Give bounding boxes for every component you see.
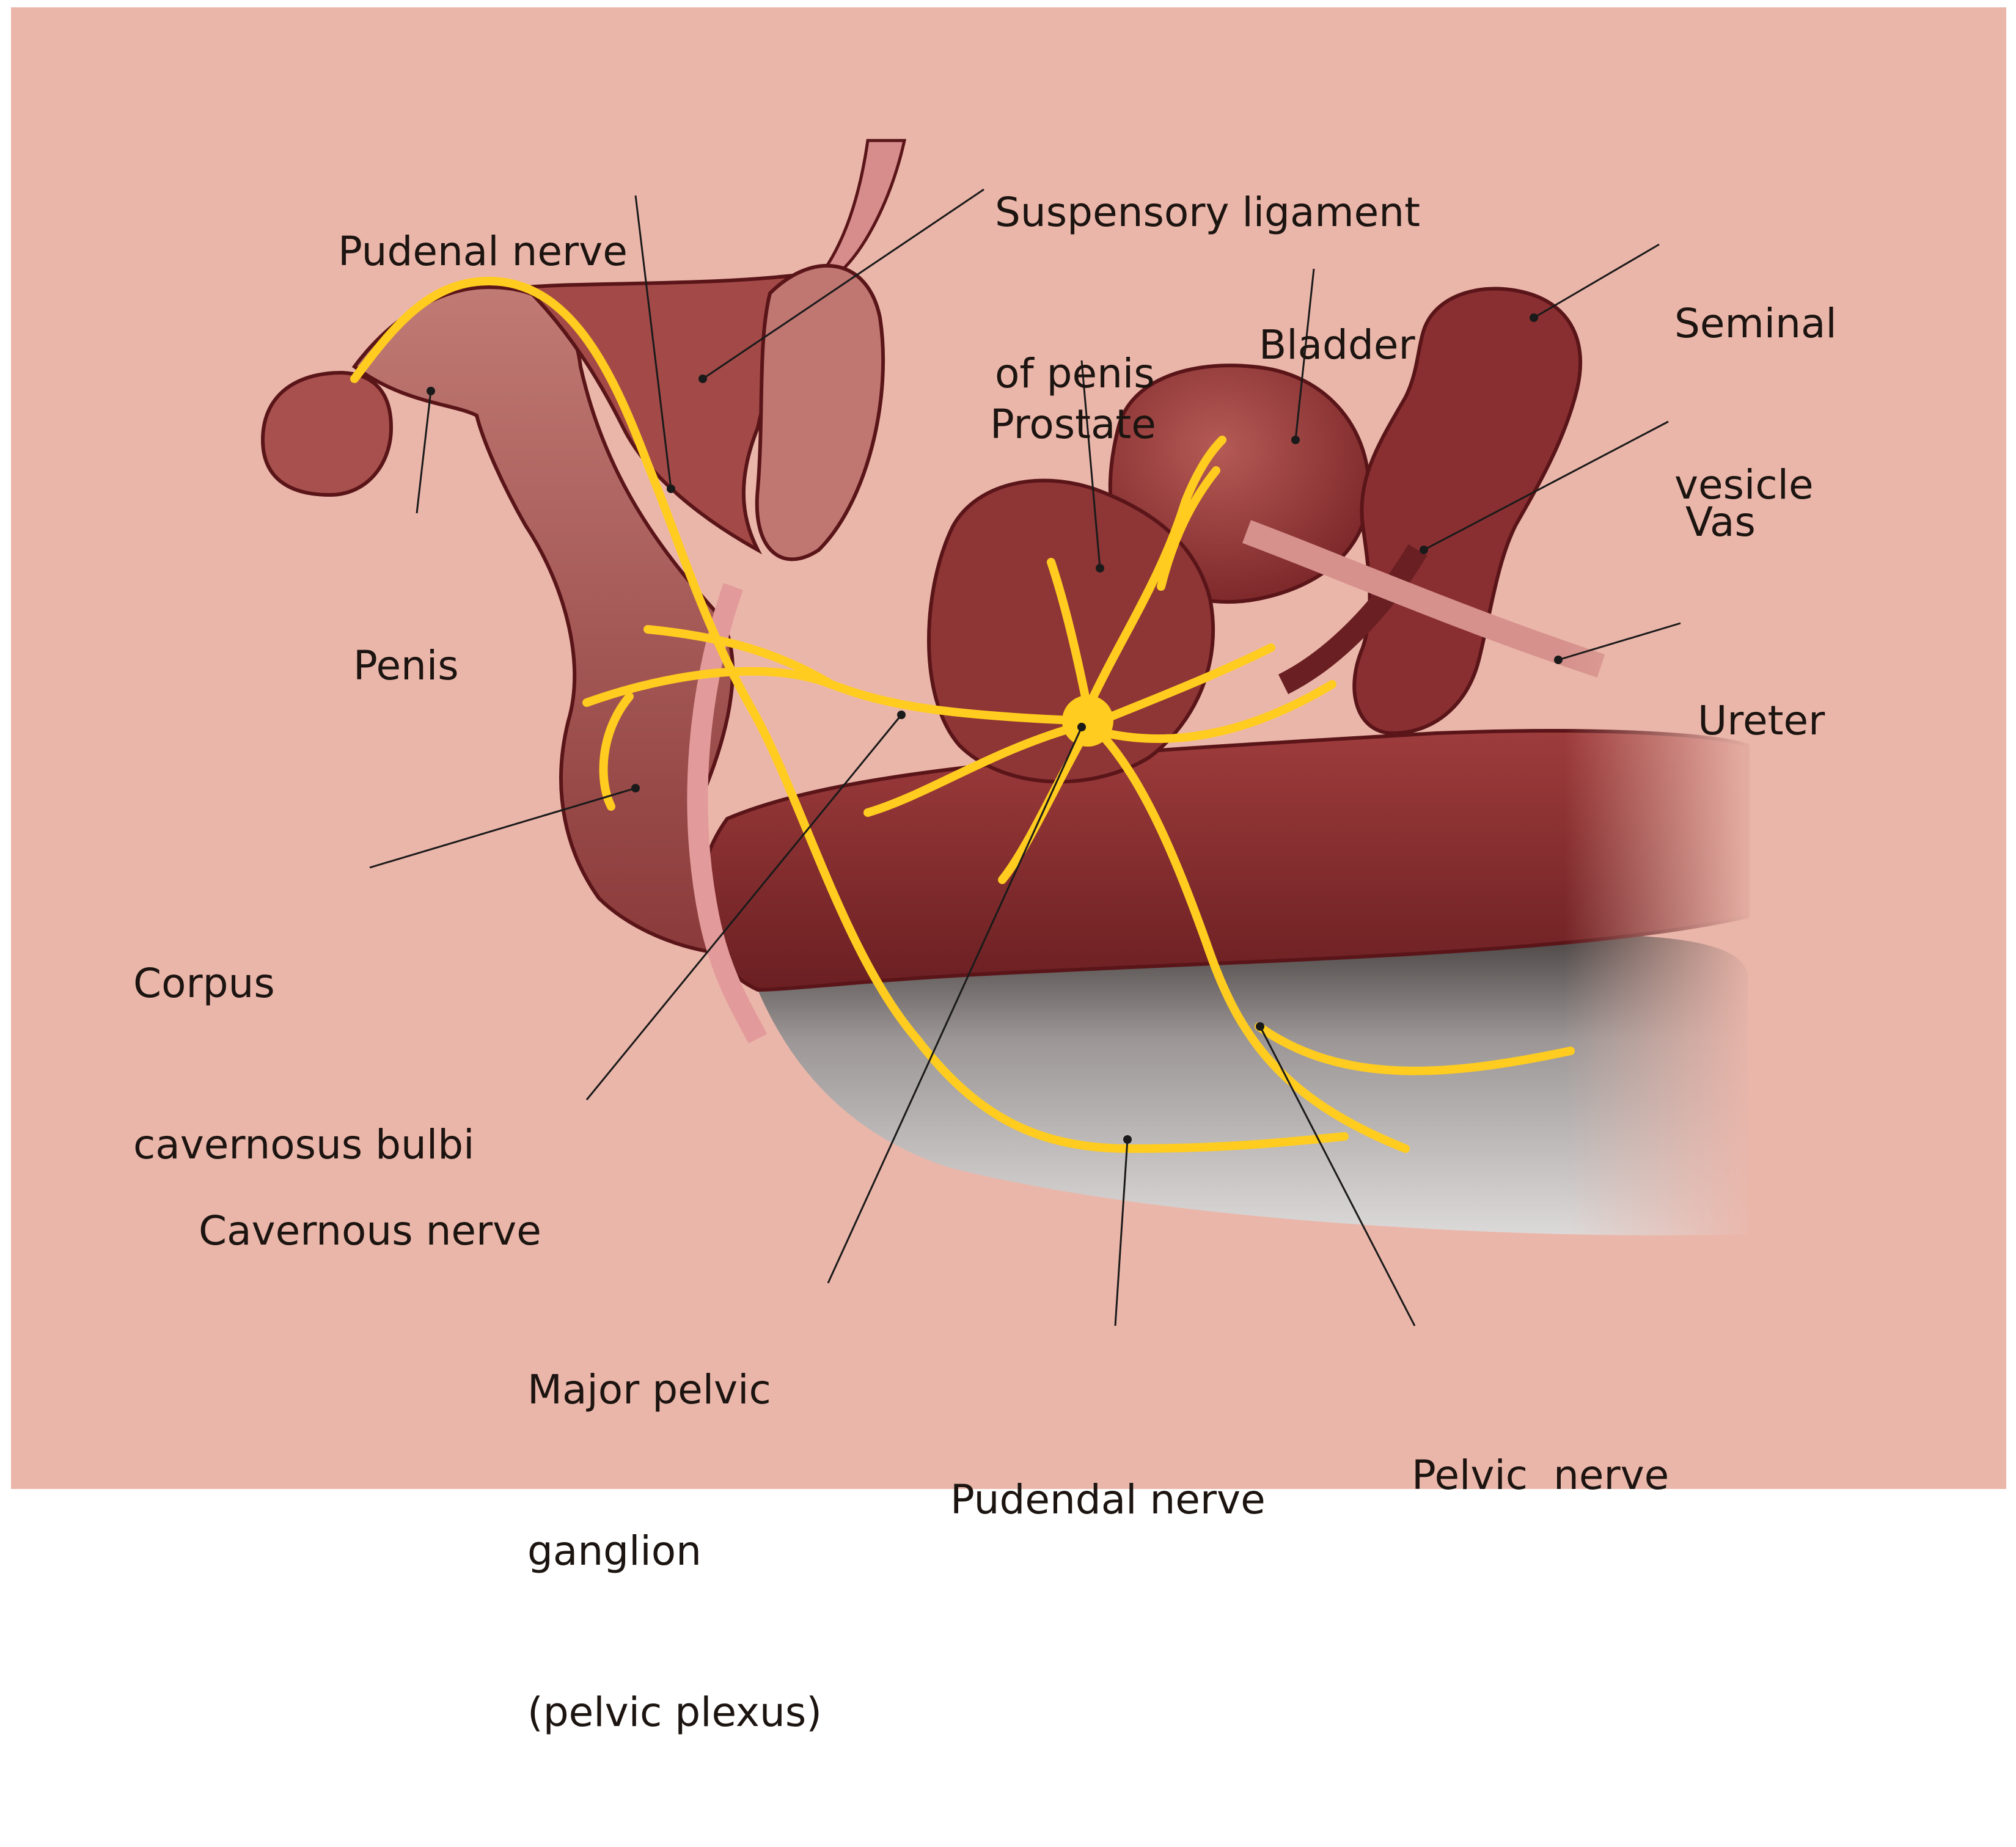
leader-pudenal-nerve (634, 195, 672, 489)
label-ureter: Ureter (1698, 697, 1825, 744)
prostate-branch-2 (1157, 466, 1220, 591)
corpus-branch-2 (643, 625, 835, 689)
nerve-network (350, 277, 1575, 1153)
ganglion-branch-right-2 (1102, 680, 1336, 743)
label-vas: Vas (1685, 499, 1756, 546)
leader-bladder (1294, 268, 1315, 441)
leader-penis (416, 390, 432, 514)
leader-pudendal (1114, 1139, 1129, 1326)
major-pelvic-ganglion (1062, 695, 1113, 747)
leader-ganglion (827, 726, 1083, 1284)
label-cavernous-nerve: Cavernous nerve (199, 1207, 541, 1254)
label-prostate: Prostate (990, 401, 1156, 448)
leader-ureter (1558, 622, 1681, 661)
label-major-pelvic-ganglion: Major pelvic ganglion (pelvic plexus) (527, 1366, 822, 1736)
vas-deferens (1278, 544, 1428, 695)
pelvic-nerve-path (1083, 717, 1410, 1153)
ganglion-branch-right (1096, 643, 1275, 725)
label-pelvic-nerve: Pelvic nerve (1412, 1452, 1670, 1499)
ganglion-branch-left (863, 723, 1080, 817)
penis-glans (260, 370, 394, 497)
leader-pelvic (1259, 1026, 1416, 1326)
label-pudendal-nerve: Pudendal nerve (950, 1476, 1266, 1523)
ligament-lobe (755, 263, 885, 561)
leader-corpus (369, 787, 636, 869)
label-corpus-cavernosus-bulbi: Corpus cavernosus bulbi (133, 960, 475, 1168)
anatomy-figure: Pudenal nerve Suspensory ligament of pen… (11, 7, 2006, 1736)
leader-dots (427, 313, 1563, 1144)
leader-suspensory (702, 188, 984, 380)
dorsal-nerve-path (350, 277, 1349, 1153)
leader-seminal (1533, 243, 1660, 319)
seminal-vesicle (1352, 287, 1583, 736)
leader-vas (1423, 420, 1669, 551)
anatomy-diagram (11, 7, 2006, 1489)
leader-cavernous (585, 714, 903, 1100)
prostate-branch-3 (1047, 558, 1092, 713)
label-seminal-vesicle: Seminal vesicle (1674, 300, 1837, 508)
leader-prostate (1080, 360, 1101, 569)
leader-lines (369, 188, 1681, 1326)
pelvic-nerve-tail (1255, 1022, 1575, 1075)
pelvic-floor (758, 935, 1748, 1235)
label-suspensory-ligament: Suspensory ligament of penis (995, 189, 1420, 397)
label-pudenal-nerve: Pudenal nerve (338, 228, 628, 275)
ureter (1242, 520, 1605, 678)
edge-fade (1564, 550, 1760, 1283)
label-bladder: Bladder (1259, 321, 1415, 368)
urethra (687, 583, 768, 1044)
label-penis: Penis (353, 642, 459, 689)
